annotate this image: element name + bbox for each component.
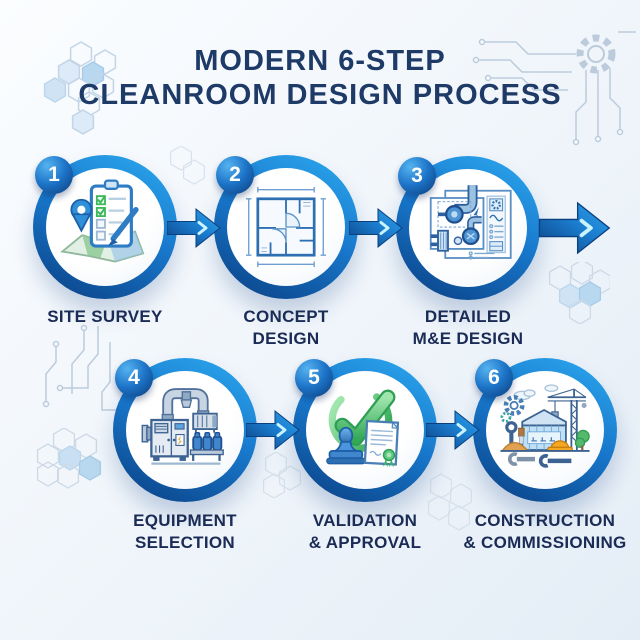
step-number-badge: 6: [475, 359, 513, 397]
step-4: 4: [113, 358, 257, 502]
step-2: 2: [214, 155, 358, 299]
flow-arrow-5-6: [426, 409, 480, 451]
site-survey-icon: [60, 179, 145, 263]
step-number-badge: 3: [398, 157, 436, 195]
flow-arrow-2-3: [349, 207, 403, 249]
title-line-2: CLEANROOM DESIGN PROCESS: [78, 79, 562, 111]
floor-plan-icon: [246, 187, 326, 267]
step-5: 5: [293, 358, 437, 502]
building-crane-icon: [500, 384, 590, 468]
title-line-1: MODERN 6-STEP: [194, 45, 446, 77]
step-number-badge: 4: [115, 359, 153, 397]
circuit-gear-decoration: [472, 31, 636, 146]
hexagon-cluster-bottom-left: [36, 428, 102, 489]
flow-arrow-row-transition: [538, 201, 611, 255]
step-label: SITE SURVEY: [47, 307, 163, 326]
step-3: 3: [396, 156, 540, 300]
step-number-badge: 5: [295, 359, 333, 397]
me-schematic-icon: [429, 185, 512, 260]
step-number-badge: 1: [35, 156, 73, 194]
step-6: 6: [473, 358, 617, 502]
step-label: CONSTRUCTION & COMMISSIONING: [463, 511, 627, 552]
checkmark-certificate-icon: [326, 388, 400, 468]
flow-arrow-4-5: [246, 409, 300, 451]
page-title: MODERN 6-STEP CLEANROOM DESIGN PROCESS: [0, 44, 640, 112]
step-label: VALIDATION & APPROVAL: [308, 511, 422, 552]
step-label: DETAILED M&E DESIGN: [412, 307, 524, 348]
step-label: CONCEPT DESIGN: [243, 307, 329, 348]
flow-arrow-1-2: [167, 207, 221, 249]
hvac-equipment-icon: [141, 388, 224, 465]
step-label: EQUIPMENT SELECTION: [133, 511, 237, 552]
step-number-badge: 2: [216, 156, 254, 194]
step-1: 1: [33, 155, 177, 299]
step-circle: [214, 155, 358, 299]
